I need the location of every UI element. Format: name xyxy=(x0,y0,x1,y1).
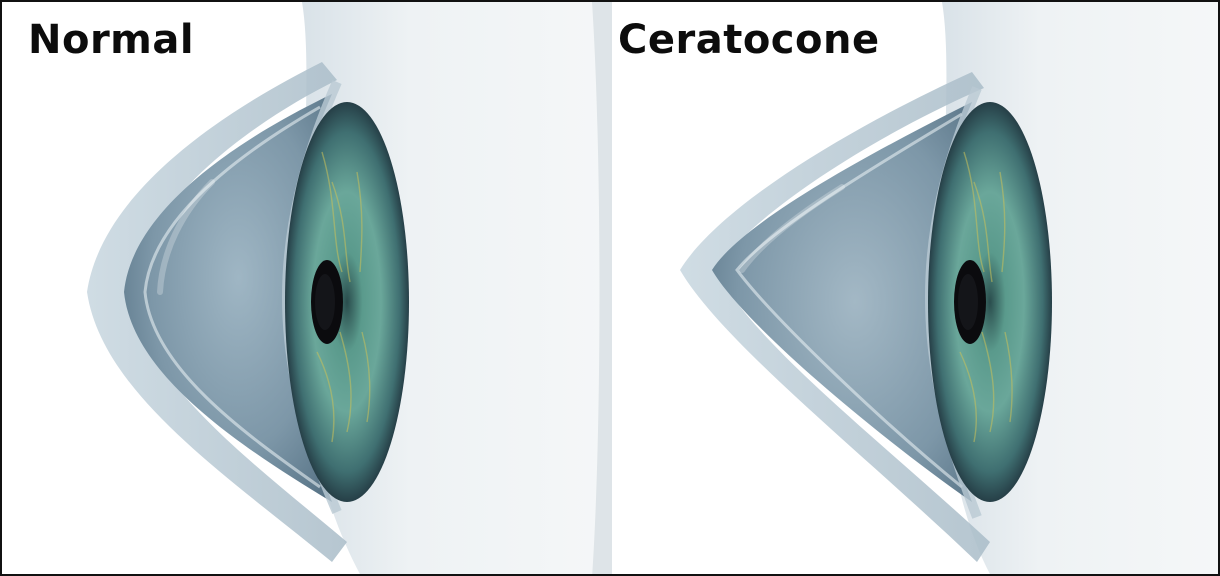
ceratocone-eye-illustration xyxy=(612,2,1220,576)
ceratocone-label: Ceratocone xyxy=(618,16,880,64)
normal-label: Normal xyxy=(28,16,194,64)
normal-eye-illustration xyxy=(2,2,612,576)
normal-eye-panel: Normal xyxy=(2,2,612,576)
ceratocone-eye-panel: Ceratocone xyxy=(612,2,1220,576)
